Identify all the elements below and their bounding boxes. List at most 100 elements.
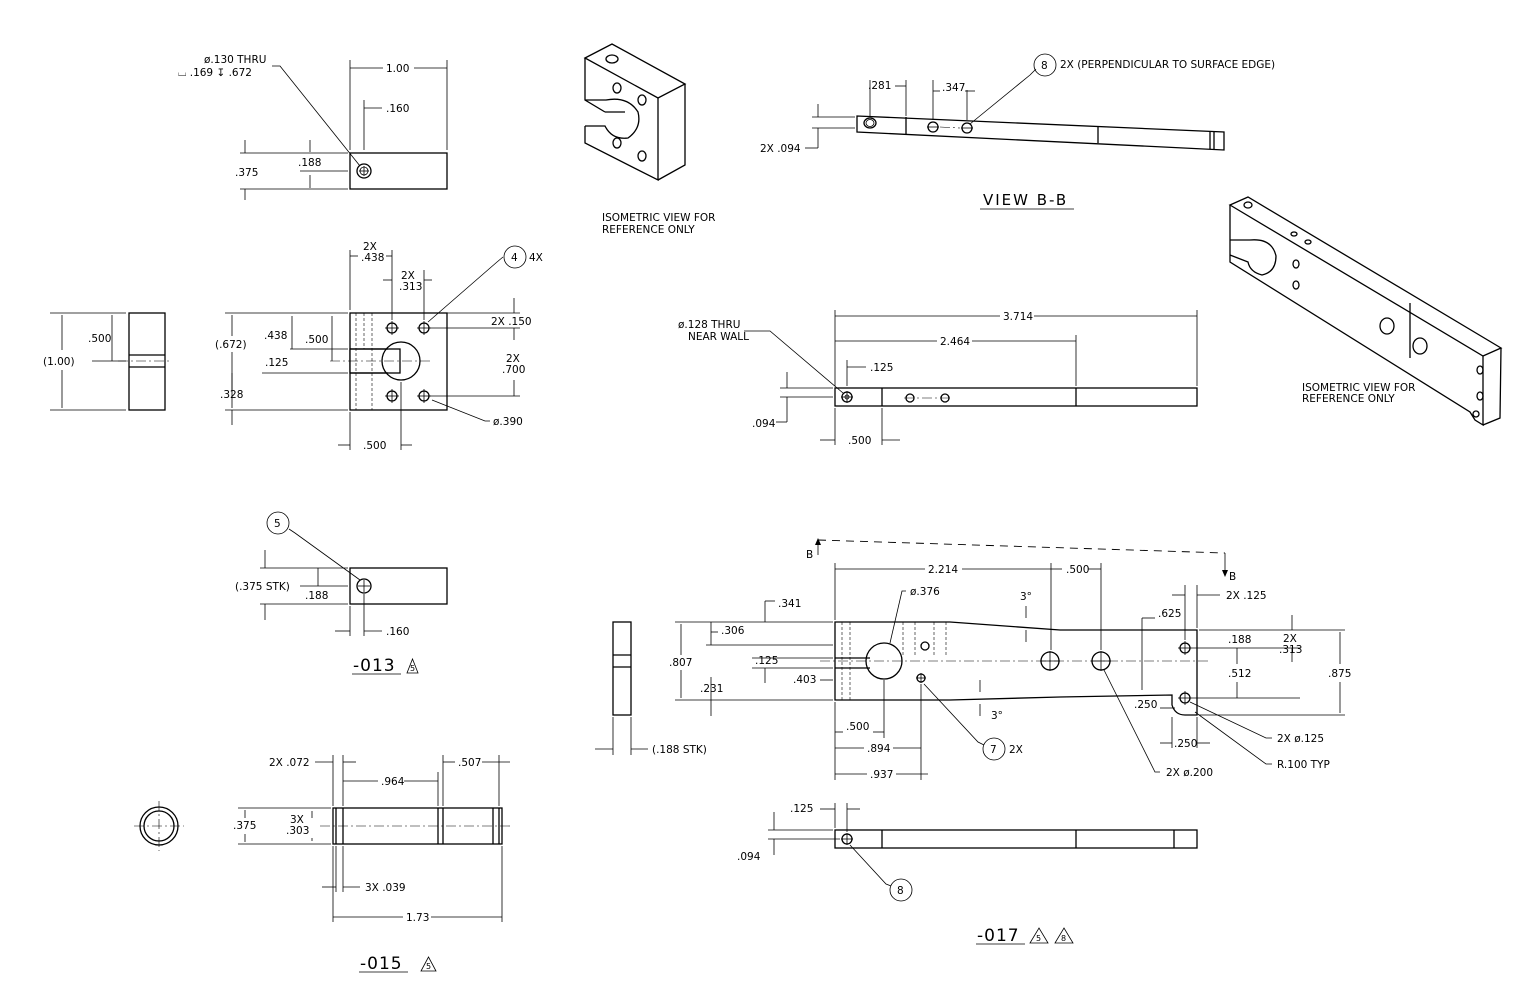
view-017-front: B B 2.214 .500 ø.376 3° 2X .125 .625 [595,538,1351,781]
dim-438-side: .438 [264,330,287,342]
ang-top: 3° [1020,591,1032,603]
leader-line [272,65,361,167]
view-bb: .281 .347 8 2X (PERPENDICULAR TO SURFACE… [760,53,1275,210]
arm-bottom-outline [834,829,1198,849]
side-outline [128,312,166,411]
dim-313-2x: 2X [1283,633,1297,645]
dim-807: .807 [669,657,692,669]
part-outline [349,567,448,605]
bb-note: 2X (PERPENDICULAR TO SURFACE EDGE) [1060,59,1275,71]
dim-937: .937 [870,769,893,781]
dim-2214: 2.214 [928,564,958,576]
hole [356,578,372,594]
view-013-side: (1.00) .500 [43,312,172,411]
dim-313: .313 [399,281,422,293]
part-label-015: -015 [360,954,403,974]
dim-512: .512 [1228,668,1251,680]
iso-top-face [583,43,687,99]
balloon-4-qty: 4X [529,252,543,264]
balloon-5-text: 5 [274,518,281,530]
dim-height: .375 [235,167,258,179]
iso1-note2: REFERENCE ONLY [602,224,695,236]
dim-672: (.672) [215,339,247,351]
section-b-right: B [1229,571,1236,583]
dim-017b-094: .094 [737,851,761,863]
dim-017-094: .094 [752,418,776,430]
callout-cbore: ⌴ .169 ↧ .672 [178,67,252,79]
dim-dia200: 2X ø.200 [1166,767,1213,779]
dim-500-side: .500 [305,334,328,346]
dim-017-313: .313 [1279,644,1302,656]
dim-341: .341 [778,598,801,610]
dim-500-bottom: .500 [363,440,386,452]
dim-017-500-top: .500 [1066,564,1089,576]
part-label-017: -017 [977,926,1020,946]
dim-3714: 3.714 [1003,311,1033,323]
balloon-8b [889,878,913,902]
dim-390: ø.390 [493,416,523,428]
view-017-top: 3.714 2.464 ø.128 THRU NEAR WALL .125 .0… [678,310,1198,447]
arm-top-outline [834,387,1198,407]
dim-438-2x: 2X [363,241,377,253]
ang-bot: 3° [991,710,1003,722]
dim-r100: R.100 TYP [1277,759,1330,771]
dim-017b-125: .125 [790,803,813,815]
iso-arm-top [1228,196,1503,357]
dim-stk: (.375 STK) [235,581,290,593]
arm-front-outline [834,621,1198,716]
dim-width: 1.00 [386,63,409,75]
part-outline [349,152,448,190]
dim-500: .500 [88,333,111,345]
dim-507: .507 [458,757,481,769]
isometric-view-block: ISOMETRIC VIEW FOR REFERENCE ONLY [583,43,715,236]
dim-231: .231 [700,683,723,695]
dim-306: .306 [721,625,745,637]
dim-347: .347 [942,82,965,94]
dim-017-125: .125 [870,362,893,374]
dim-150: 2X .150 [491,316,532,328]
dim-017-188: .188 [1228,634,1251,646]
balloon-8-text: 8 [1041,60,1048,72]
rev-triangle [406,657,419,674]
callout-128: ø.128 THRU [678,319,740,331]
dim-625: .625 [1158,608,1181,620]
dim-072: 2X .072 [269,757,310,769]
dim-303-3x: 3X [290,814,304,826]
iso2-note: ISOMETRIC VIEW FOR [1302,382,1415,394]
dim-bb-094: 2X .094 [760,143,801,155]
dim-hole-x: .160 [386,103,409,115]
view-013-top: ø.130 THRU ⌴ .169 ↧ .672 1.00 .160 .188 … [178,54,448,200]
dim-2464: 2.464 [940,336,970,348]
view-015: 2X .072 .964 .507 .375 3X .303 3X .039 1… [134,755,510,974]
balloon-5 [266,511,290,535]
dim-700-2x: 2X [506,353,520,365]
dim-160: .160 [386,626,409,638]
section-b-left: B [806,549,813,561]
view-013-front: 2X .438 2X .313 4 4X 2X .150 2X .700 ø.3… [215,241,543,452]
dim-328: .328 [220,389,243,401]
arm-outline [856,115,1225,151]
dim-188: .188 [305,590,328,602]
rev-triangle [1054,927,1074,944]
view-bb-title: VIEW B-B [983,191,1068,209]
iso2-note2: REFERENCE ONLY [1302,393,1395,405]
rev-013: 5 [410,664,415,673]
callout-thru: ø.130 THRU [204,54,266,66]
balloon-4-text: 4 [511,252,518,264]
rev-triangle [420,956,437,972]
balloon-4 [503,245,527,269]
side-017-outline [612,621,632,716]
dim-875: .875 [1328,668,1351,680]
dim-964: .964 [381,776,405,788]
balloon-8 [1033,53,1057,77]
dim-dia125: 2X ø.125 [1277,733,1324,745]
iso1-note: ISOMETRIC VIEW FOR [602,212,715,224]
dim-313-2x: 2X [401,270,415,282]
dim-303: .303 [286,825,309,837]
dim-375: .375 [233,820,256,832]
dim-039: 3X .039 [365,882,406,894]
dim-017-500-bot: .500 [846,721,869,733]
dim-438: .438 [361,252,384,264]
balloon-7-text: 7 [990,744,997,756]
